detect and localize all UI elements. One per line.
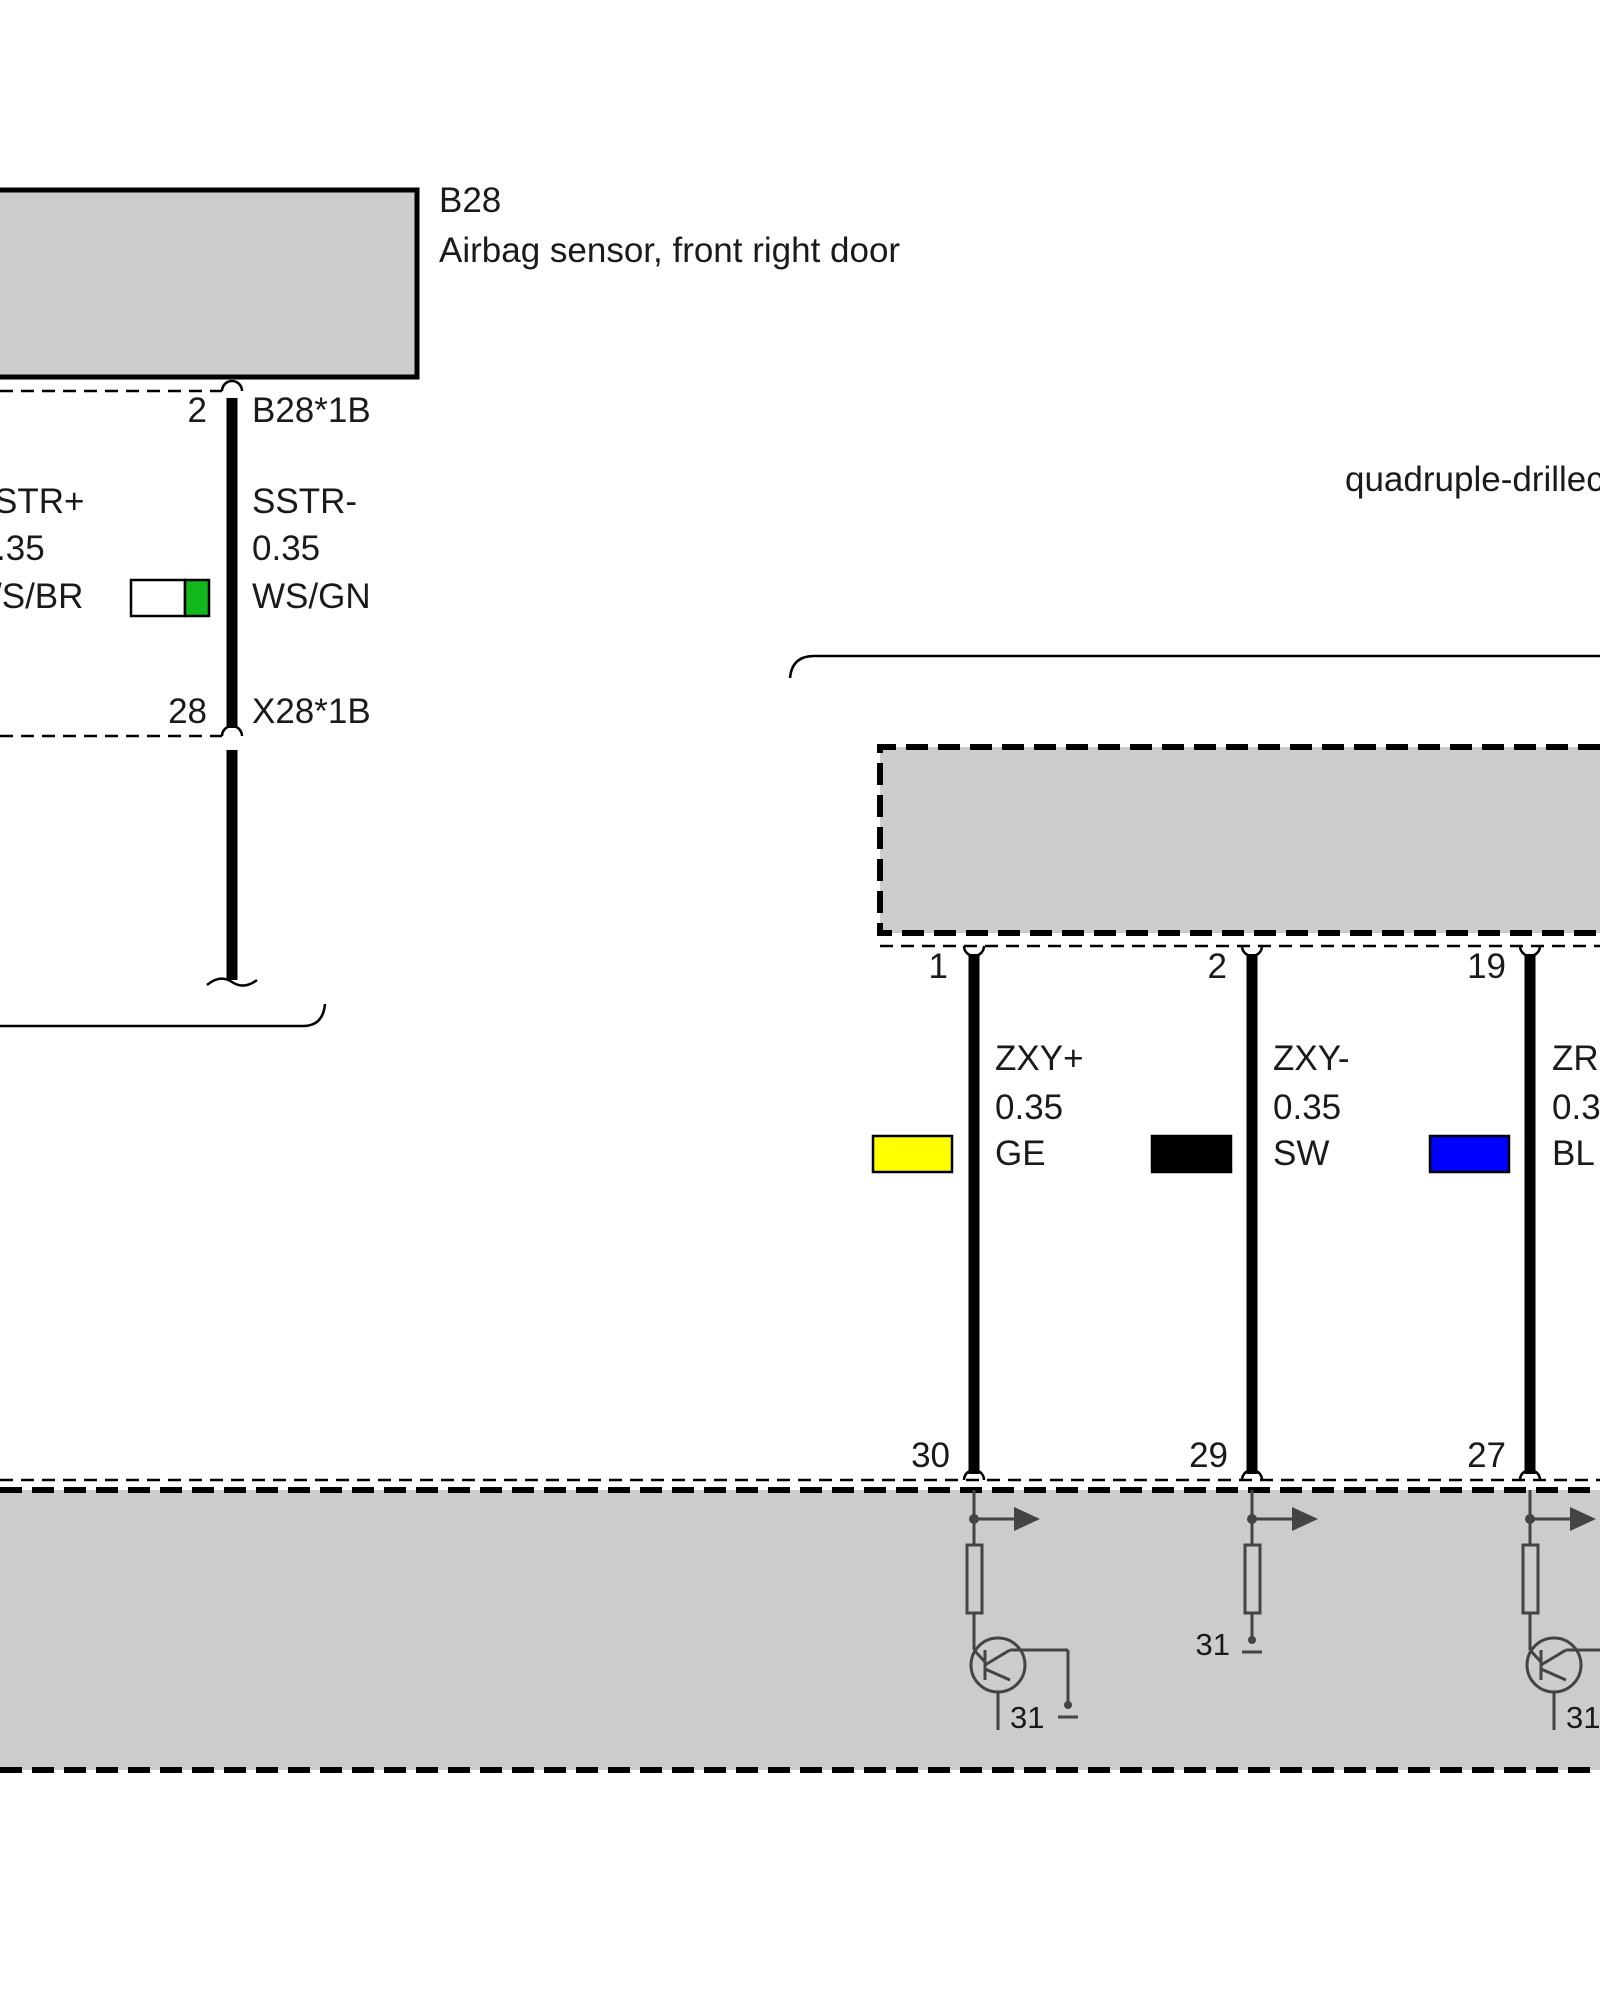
zr-color-swatch — [1428, 1134, 1511, 1174]
zxy-plus-size: 0.35 — [995, 1088, 1063, 1127]
right-group-bracket — [788, 654, 1600, 679]
upper-pin-19-number: 19 — [1467, 947, 1506, 986]
upper-pin-2-number: 2 — [1208, 947, 1227, 986]
x28-connector-name: X28*1B — [252, 692, 371, 731]
zr-color: BL — [1552, 1134, 1595, 1173]
sstr-plus-signal: STR+ — [0, 482, 84, 521]
lower-pin-27-number: 27 — [1467, 1436, 1506, 1475]
zxy-minus-color: SW — [1273, 1134, 1329, 1173]
zr-signal: ZR — [1552, 1039, 1599, 1078]
sstr-minus-signal: SSTR- — [252, 482, 357, 521]
lower-pin-30-number: 30 — [911, 1436, 950, 1475]
pin-27-internal-circuit — [1521, 1490, 1600, 1730]
b28-connector-name: B28*1B — [252, 391, 371, 430]
sstr-plus-color: /S/BR — [0, 577, 83, 616]
pin-30-internal-circuit — [965, 1490, 1078, 1730]
upper-module-box — [877, 744, 1600, 936]
b28-component-box — [0, 187, 420, 380]
lower-pin-29-terminal — [1240, 1468, 1264, 1481]
pin-29-ground-label: 31 — [1196, 1627, 1230, 1662]
zr-size: 0.3 — [1552, 1088, 1600, 1127]
left-group-bracket — [0, 1003, 327, 1028]
group-label: quadruple-drillec — [1345, 460, 1600, 499]
zxy-plus-signal: ZXY+ — [995, 1039, 1084, 1078]
pin-29-internal-circuit — [1242, 1490, 1318, 1654]
b28-name: Airbag sensor, front right door — [439, 231, 900, 270]
pin-27-ground-label: 31 — [1566, 1700, 1600, 1735]
wire-break-symbol — [206, 977, 258, 987]
upper-pin-1-number: 1 — [929, 947, 948, 986]
sstr-minus-color: WS/GN — [252, 577, 371, 616]
b28-pin-number: 2 — [188, 391, 207, 430]
sstr-minus-size: 0.35 — [252, 529, 320, 568]
b28-id: B28 — [439, 181, 501, 220]
lower-pin-29-number: 29 — [1189, 1436, 1228, 1475]
zxy-plus-color-swatch — [871, 1134, 954, 1174]
x28-pin-28-terminal — [220, 724, 244, 737]
pin-30-ground-label: 31 — [1010, 1700, 1044, 1735]
b28-pin-2-terminal — [220, 379, 244, 392]
sstr-plus-size: .35 — [0, 529, 45, 568]
zxy-minus-signal: ZXY- — [1273, 1039, 1350, 1078]
zxy-plus-color: GE — [995, 1134, 1046, 1173]
lower-pin-27-terminal — [1518, 1468, 1542, 1481]
lower-module-fill — [0, 1490, 1600, 1770]
zxy-minus-size: 0.35 — [1273, 1088, 1341, 1127]
zxy-minus-color-swatch — [1150, 1134, 1233, 1174]
lower-pin-30-terminal — [962, 1468, 986, 1481]
sstr-minus-color-swatch — [129, 578, 211, 618]
x28-pin-number: 28 — [168, 692, 207, 731]
